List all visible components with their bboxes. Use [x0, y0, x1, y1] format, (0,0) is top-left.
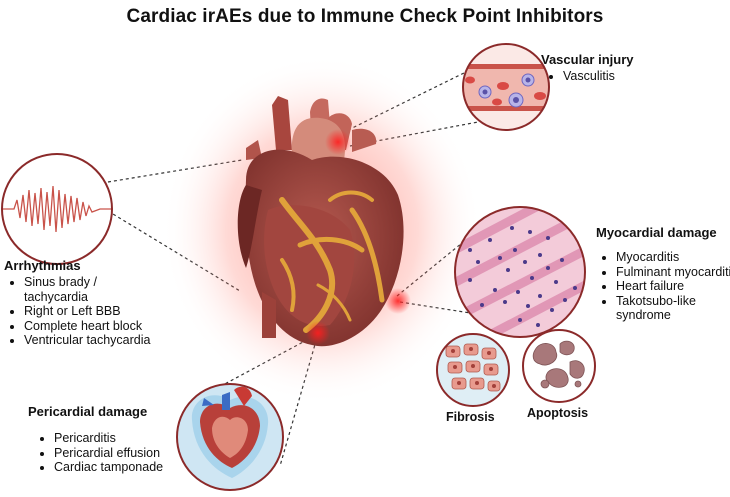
list-item: Cardiac tamponade	[54, 460, 163, 475]
inflammation-hotspots	[306, 129, 411, 345]
vascular-injury-section: Vascular injury Vasculitis	[541, 52, 634, 84]
myocardial-damage-section: Myocardial damage Myocarditis Fulminant …	[596, 225, 730, 323]
vascular-injury-list: Vasculitis	[541, 69, 634, 84]
arrhythmias-section: Arrhythmias Sinus brady / tachycardia Ri…	[4, 258, 224, 348]
list-item: Myocarditis	[616, 250, 730, 265]
list-item: Right or Left BBB	[24, 304, 224, 319]
fibrosis-label: Fibrosis	[446, 410, 495, 424]
list-item: Sinus brady / tachycardia	[24, 275, 144, 304]
list-item: Fulminant myocarditis	[616, 265, 730, 280]
diagram-title: Cardiac irAEs due to Immune Check Point …	[126, 6, 604, 27]
list-item: Ventricular tachycardia	[24, 333, 224, 348]
pericardial-damage-list: Pericarditis Pericardial effusion Cardia…	[28, 431, 163, 475]
pericardial-damage-section: Pericardial damage Pericarditis Pericard…	[28, 404, 163, 475]
list-item: Pericardial effusion	[54, 446, 163, 461]
apoptosis-icon	[522, 329, 596, 403]
vascular-injury-icon	[462, 43, 550, 131]
apoptosis-label: Apoptosis	[527, 406, 589, 420]
list-item: Vasculitis	[563, 69, 634, 84]
ecg-waveform-icon	[1, 153, 113, 265]
list-item: Complete heart block	[24, 319, 224, 334]
list-item: Takotsubo-like syndrome	[616, 294, 706, 323]
arrhythmias-heading: Arrhythmias	[4, 258, 81, 273]
list-item: Heart failure	[616, 279, 730, 294]
myocardial-damage-heading: Myocardial damage	[596, 225, 717, 240]
pericardial-damage-heading: Pericardial damage	[28, 404, 148, 419]
arrhythmias-list: Sinus brady / tachycardia Right or Left …	[4, 275, 224, 348]
fibrosis-icon	[436, 333, 510, 407]
vascular-injury-heading: Vascular injury	[541, 52, 634, 67]
myocardial-tissue-icon	[454, 206, 586, 338]
pericardial-heart-icon	[176, 383, 284, 491]
list-item: Pericarditis	[54, 431, 163, 446]
myocardial-damage-list: Myocarditis Fulminant myocarditis Heart …	[596, 250, 730, 323]
heart-icon	[237, 96, 404, 347]
